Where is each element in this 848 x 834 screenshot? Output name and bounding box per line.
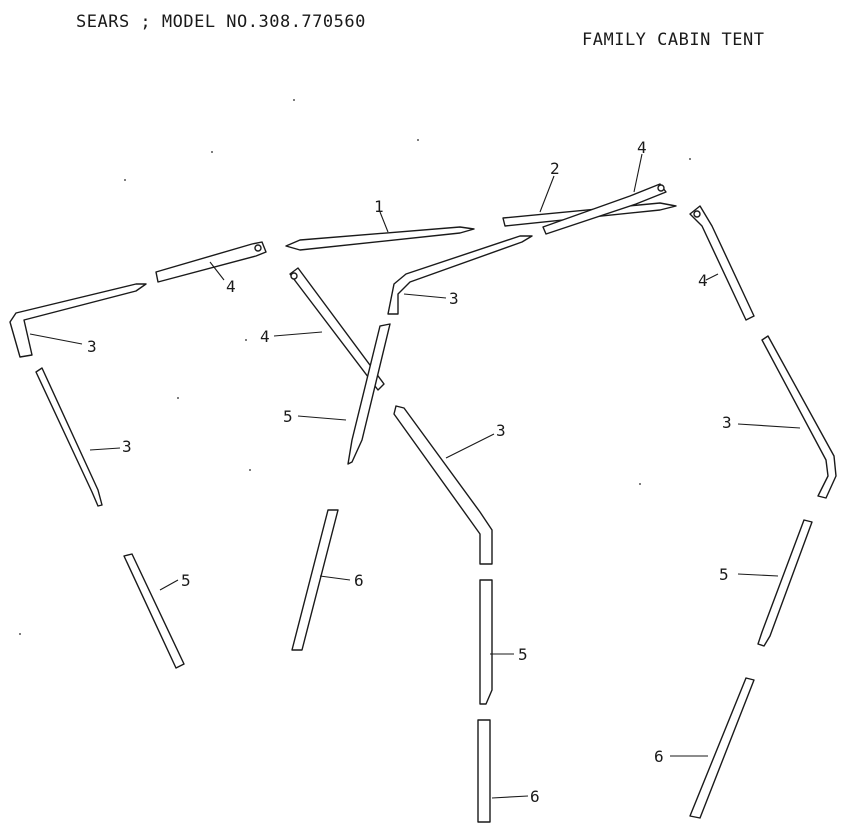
pole-part-6-center — [477, 719, 491, 823]
callout-4: 4 — [637, 138, 647, 157]
pole-part-1 — [285, 226, 475, 251]
pole-part-6-right — [689, 677, 755, 819]
pole-part-4-top — [542, 183, 667, 235]
callout-2: 2 — [550, 159, 560, 178]
pole-part-3-upper — [387, 235, 533, 315]
callout-4: 4 — [698, 271, 708, 290]
pole-part-5-left — [35, 367, 103, 507]
callout-5: 3 — [122, 437, 132, 456]
callout-4: 4 — [226, 277, 236, 296]
pole-part-3-right — [761, 335, 837, 499]
callout-6: 6 — [530, 787, 540, 806]
pole-part-4-mid — [289, 267, 385, 391]
callout-6: 5 — [181, 571, 191, 590]
callout-6: 6 — [354, 571, 364, 590]
pole-part-3-center — [393, 405, 493, 565]
callout-5: 5 — [283, 407, 293, 426]
callout-5: 5 — [719, 565, 729, 584]
callout-3: 3 — [722, 413, 732, 432]
callout-3: 3 — [496, 421, 506, 440]
callout-3: 3 — [87, 337, 97, 356]
callout-3: 3 — [449, 289, 459, 308]
pole-part-5-center — [479, 579, 493, 705]
pole-part-5-mid — [347, 323, 391, 465]
pole-part-4-right — [689, 205, 755, 321]
callout-5: 5 — [518, 645, 528, 664]
pole-part-4-left — [155, 241, 267, 283]
connector-hole — [254, 244, 262, 252]
pole-part-6-left — [123, 553, 185, 669]
pole-part-3-left — [9, 283, 147, 358]
model-number-header: SEARS ; MODEL NO.308.770560 — [76, 12, 366, 32]
callout-6: 6 — [654, 747, 664, 766]
diagram-title: FAMILY CABIN TENT — [582, 30, 765, 50]
connector-hole — [693, 210, 701, 218]
connector-hole — [290, 272, 298, 280]
callout-4: 4 — [260, 327, 270, 346]
pole-part-5-right — [757, 519, 813, 647]
connector-hole — [657, 184, 665, 192]
callout-1: 1 — [374, 197, 384, 216]
pole-part-6-mid — [291, 509, 339, 651]
